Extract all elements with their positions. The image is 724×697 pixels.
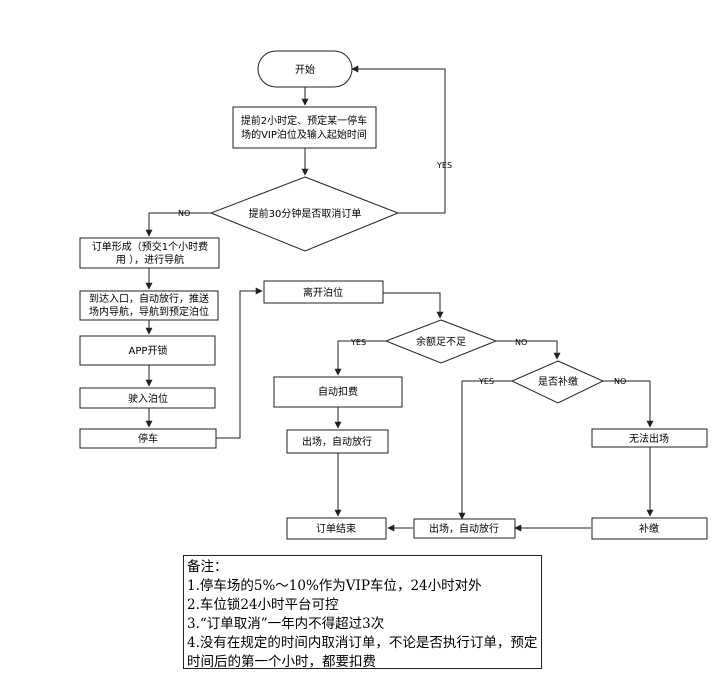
node-app-unlock: APP开锁 <box>79 335 216 366</box>
node-park: 停车 <box>79 428 217 449</box>
edge-balance-no-topup <box>496 340 561 360</box>
svg-text:提前30分钟是否取消订单: 提前30分钟是否取消订单 <box>249 207 362 220</box>
svg-text:场内导航，导航到预定泊位: 场内导航，导航到预定泊位 <box>89 305 209 318</box>
node-leave: 离开泊位 <box>263 280 384 304</box>
node-exit-left: 出场，自动放行 <box>286 429 389 454</box>
svg-text:驶入泊位: 驶入泊位 <box>128 392 168 405</box>
edges <box>145 65 654 532</box>
label-yes-balance: YES <box>350 338 366 347</box>
edge-labels: YES NO YES NO YES NO <box>178 161 626 386</box>
edge-cancel-no-order <box>145 212 211 237</box>
edge-cancel-yes-start <box>351 65 446 214</box>
note-item-4: 4.没有在规定的时间内取消订单，不论是否执行订单，预定时间后的第一个小时，都要扣… <box>187 635 538 670</box>
svg-text:到达入口，自动放行，推送: 到达入口，自动放行，推送 <box>89 292 209 305</box>
note-item-2: 2.车位锁24小时平台可控 <box>187 597 339 613</box>
svg-text:自动扣费: 自动扣费 <box>318 385 358 398</box>
node-cancel-check: 提前30分钟是否取消订单 <box>209 176 400 252</box>
svg-text:无法出场: 无法出场 <box>629 432 669 445</box>
svg-text:用 ），进行导航: 用 ），进行导航 <box>116 253 184 266</box>
edge-topup-no-cannot <box>603 380 654 428</box>
notes-box: 备注： 1.停车场的5%～10%作为VIP车位，24小时对外 2.车位锁24小时… <box>183 555 542 670</box>
svg-text:是否补缴: 是否补缴 <box>538 375 578 388</box>
note-item-1: 1.停车场的5%～10%作为VIP车位，24小时对外 <box>187 578 482 594</box>
note-item-3: 3.“订单取消”一年内不得超过3次 <box>187 616 385 632</box>
label-yes-topup: YES <box>478 377 494 386</box>
node-start: 开始 <box>257 50 353 88</box>
label-no-cancel: NO <box>178 209 190 218</box>
svg-text:余额足不足: 余额足不足 <box>416 335 466 348</box>
notes-title: 备注： <box>187 559 228 575</box>
edge-leave-balance <box>383 292 444 319</box>
node-exit-mid: 出场，自动放行 <box>413 518 516 539</box>
node-balance-check: 余额足不足 <box>384 319 498 364</box>
edge-park-leave <box>216 287 263 439</box>
node-arrive: 到达入口，自动放行，推送 场内导航，导航到预定泊位 <box>79 290 219 321</box>
node-pay-later: 补缴 <box>591 517 708 540</box>
label-no-balance: NO <box>515 338 527 347</box>
svg-text:场的VIP泊位及输入起始时间: 场的VIP泊位及输入起始时间 <box>241 128 367 141</box>
node-cannot-exit: 无法出场 <box>591 428 708 448</box>
svg-text:订单结束: 订单结束 <box>316 522 356 535</box>
svg-text:出场，自动放行: 出场，自动放行 <box>302 435 372 448</box>
label-no-topup: NO <box>614 377 626 386</box>
node-reserve: 提前2小时定、预定某一停车 场的VIP泊位及输入起始时间 <box>232 106 377 149</box>
edge-topup-yes-exit <box>458 380 512 520</box>
svg-text:离开泊位: 离开泊位 <box>303 286 343 299</box>
node-auto-deduct: 自动扣费 <box>273 376 403 408</box>
svg-text:停车: 停车 <box>138 432 158 445</box>
svg-text:提前2小时定、预定某一停车: 提前2小时定、预定某一停车 <box>241 114 367 127</box>
label-yes-cancel: YES <box>436 161 452 170</box>
svg-text:出场，自动放行: 出场，自动放行 <box>429 522 499 535</box>
svg-text:APP开锁: APP开锁 <box>129 344 168 357</box>
node-order-end: 订单结束 <box>286 517 387 540</box>
svg-text:开始: 开始 <box>295 63 315 76</box>
flowchart: YES NO YES NO YES NO 开始 提前2小时定、预定某一停车 场的… <box>79 50 708 540</box>
svg-text:订单形成（预交1个小时费: 订单形成（预交1个小时费 <box>92 240 208 253</box>
edge-balance-yes-deduct <box>334 340 386 376</box>
node-topup-check: 是否补缴 <box>510 360 605 404</box>
node-drive-in: 驶入泊位 <box>79 387 216 409</box>
svg-text:补缴: 补缴 <box>639 522 659 535</box>
node-order-form: 订单形成（预交1个小时费 用 ），进行导航 <box>79 237 220 269</box>
